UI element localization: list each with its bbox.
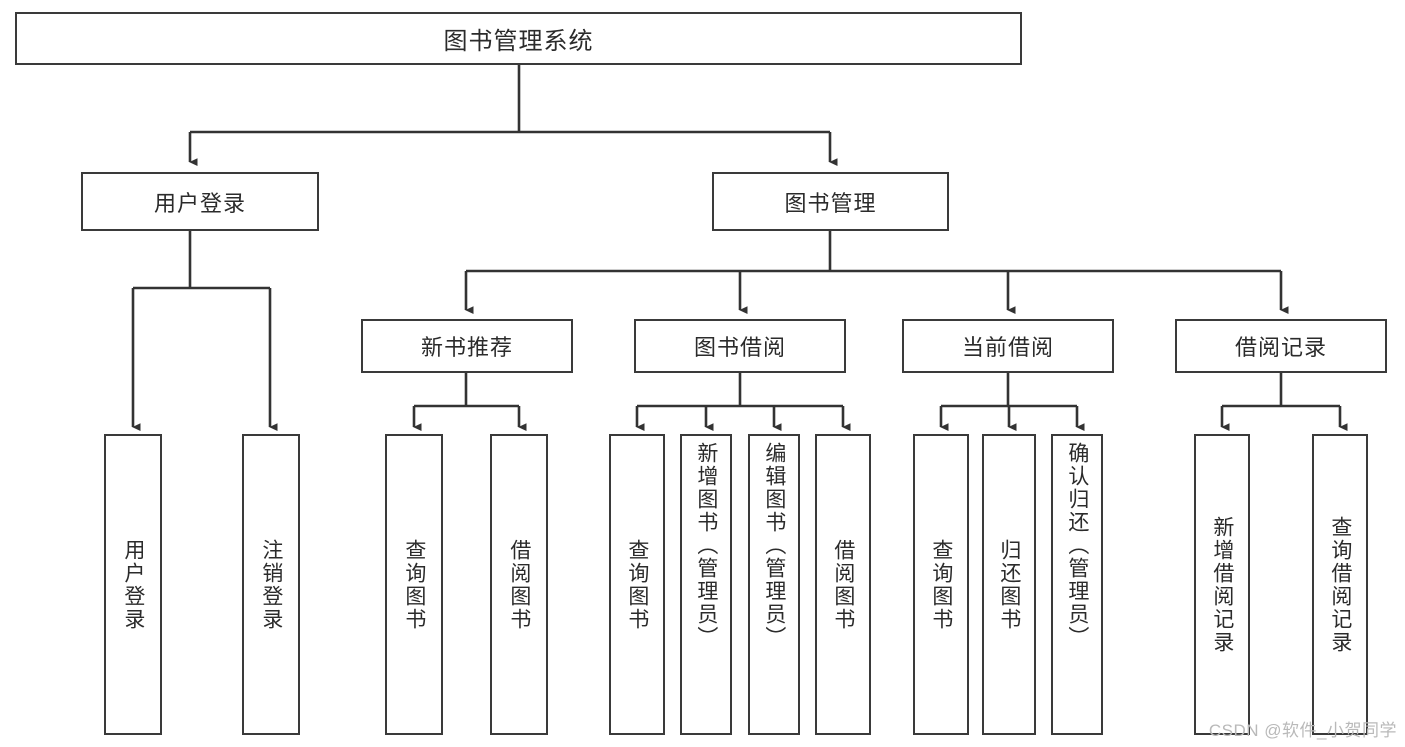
node-leaf-return-book-label: 归还图书	[997, 538, 1021, 631]
csdn-watermark: CSDN @软件_小贺同学	[1208, 721, 1397, 740]
node-user-login[interactable]: 用户登录	[81, 172, 319, 231]
node-leaf-user-login[interactable]: 用户登录	[104, 434, 162, 735]
node-leaf-query-book-1-label: 查询图书	[402, 538, 426, 631]
node-leaf-query-book-2-label: 查询图书	[625, 538, 649, 631]
node-leaf-edit-book[interactable]: 编辑图书（管理员）	[748, 434, 800, 735]
node-user-login-label: 用户登录	[153, 190, 246, 216]
node-leaf-borrow-book-2[interactable]: 借阅图书	[815, 434, 871, 735]
node-borrow-record-label: 借阅记录	[1234, 335, 1327, 360]
node-leaf-logout-login-label: 注销登录	[259, 538, 283, 631]
node-leaf-query-book-1[interactable]: 查询图书	[385, 434, 443, 735]
node-leaf-add-book-label: 新增图书（管理员）	[694, 442, 718, 649]
node-borrow-record[interactable]: 借阅记录	[1175, 319, 1387, 373]
node-leaf-return-book[interactable]: 归还图书	[982, 434, 1036, 735]
node-new-book-rec[interactable]: 新书推荐	[361, 319, 573, 373]
node-leaf-logout-login[interactable]: 注销登录	[242, 434, 300, 735]
node-root-label: 图书管理系统	[443, 28, 594, 55]
node-leaf-borrow-book-1[interactable]: 借阅图书	[490, 434, 548, 735]
node-current-borrow[interactable]: 当前借阅	[902, 319, 1114, 373]
node-leaf-query-book-3-label: 查询图书	[929, 538, 953, 631]
node-leaf-edit-book-label: 编辑图书（管理员）	[762, 442, 786, 649]
node-root[interactable]: 图书管理系统	[15, 12, 1022, 65]
node-leaf-confirm-return[interactable]: 确认归还（管理员）	[1051, 434, 1103, 735]
node-leaf-query-record[interactable]: 查询借阅记录	[1312, 434, 1368, 735]
node-book-borrow[interactable]: 图书借阅	[634, 319, 846, 373]
node-leaf-add-record[interactable]: 新增借阅记录	[1194, 434, 1250, 735]
node-leaf-confirm-return-label: 确认归还（管理员）	[1065, 442, 1089, 649]
node-leaf-query-record-label: 查询借阅记录	[1328, 515, 1352, 654]
node-book-manage[interactable]: 图书管理	[712, 172, 949, 231]
node-current-borrow-label: 当前借阅	[961, 335, 1054, 360]
node-new-book-rec-label: 新书推荐	[420, 335, 513, 360]
node-leaf-query-book-2[interactable]: 查询图书	[609, 434, 665, 735]
node-book-borrow-label: 图书借阅	[693, 335, 786, 360]
node-book-manage-label: 图书管理	[784, 190, 877, 216]
node-leaf-add-record-label: 新增借阅记录	[1210, 515, 1234, 654]
node-leaf-borrow-book-1-label: 借阅图书	[507, 538, 531, 631]
node-leaf-borrow-book-2-label: 借阅图书	[831, 538, 855, 631]
node-leaf-query-book-3[interactable]: 查询图书	[913, 434, 969, 735]
node-leaf-add-book[interactable]: 新增图书（管理员）	[680, 434, 732, 735]
node-leaf-user-login-label: 用户登录	[121, 538, 145, 631]
